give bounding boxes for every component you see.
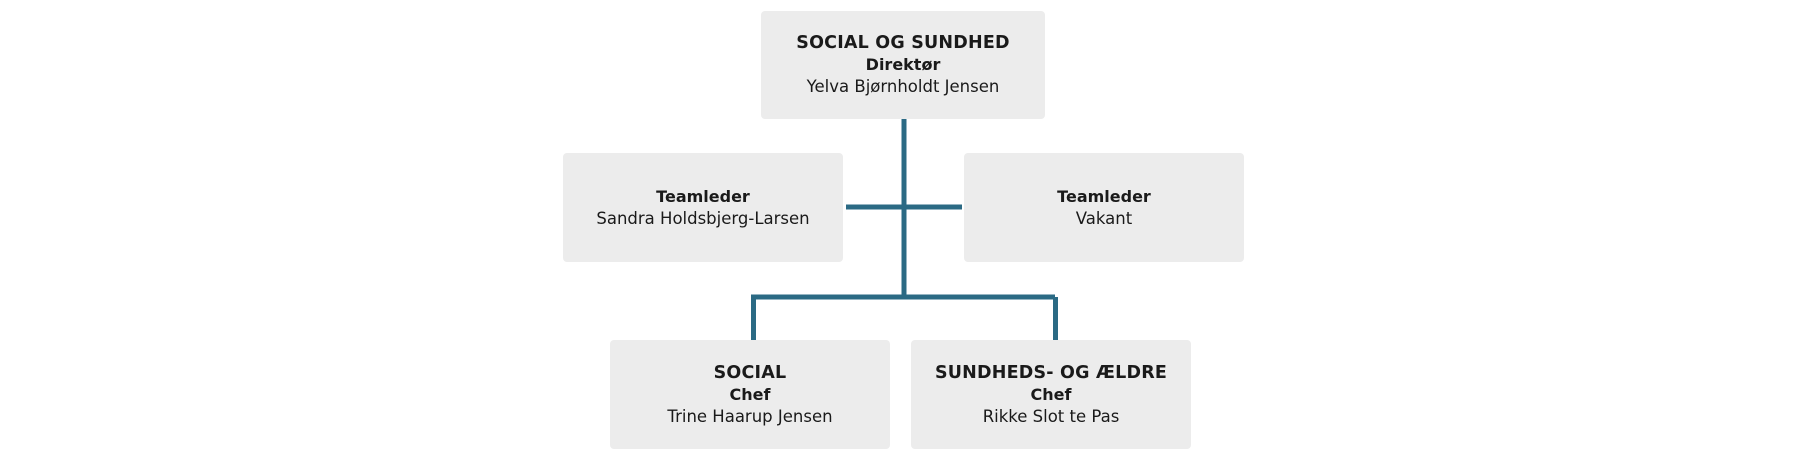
director-name: Yelva Bjørnholdt Jensen — [806, 77, 1000, 96]
director-box: SOCIAL OG SUNDHED Direktør Yelva Bjørnho… — [761, 11, 1045, 119]
team-leader-right-role: Teamleder — [1057, 186, 1151, 206]
health-elderly-chef-box: SUNDHEDS- OG ÆLDRE Chef Rikke Slot te Pa… — [911, 340, 1191, 449]
team-leader-left-box: Teamleder Sandra Holdsbjerg-Larsen — [563, 153, 843, 262]
director-role: Direktør — [865, 55, 941, 74]
social-unit-title: SOCIAL — [713, 362, 787, 383]
health-elderly-chef-name: Rikke Slot te Pas — [982, 406, 1120, 426]
social-chef-box: SOCIAL Chef Trine Haarup Jensen — [610, 340, 890, 449]
team-leader-right-name: Vakant — [1075, 208, 1133, 228]
social-chef-name: Trine Haarup Jensen — [667, 406, 833, 426]
team-leader-left-name: Sandra Holdsbjerg-Larsen — [596, 208, 810, 228]
team-leader-left-role: Teamleder — [656, 186, 750, 206]
team-leader-right-box: Teamleder Vakant — [964, 153, 1244, 262]
health-elderly-chef-role: Chef — [1030, 384, 1072, 404]
social-chef-role: Chef — [729, 384, 771, 404]
health-elderly-unit-title: SUNDHEDS- OG ÆLDRE — [934, 362, 1168, 383]
director-unit-title: SOCIAL OG SUNDHED — [796, 33, 1010, 53]
